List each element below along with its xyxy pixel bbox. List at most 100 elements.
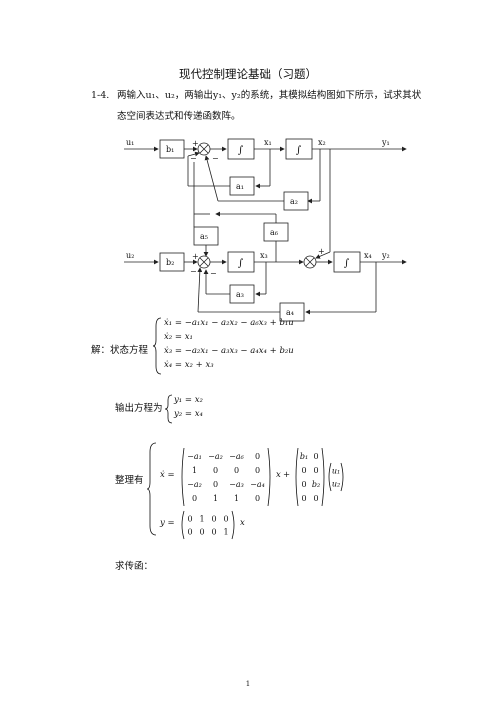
- u-left-paren: [328, 462, 332, 492]
- output-brace: [165, 394, 173, 424]
- B-cell: b₂: [312, 480, 320, 489]
- integrator-1: ∫: [238, 145, 243, 156]
- A-right-paren: [267, 447, 271, 507]
- A-cell: 0: [255, 494, 260, 503]
- C-cell: 0: [223, 514, 228, 523]
- sum1-plus: +: [192, 139, 199, 148]
- B-cell: 0: [313, 466, 318, 475]
- A-cell: 1: [234, 494, 239, 503]
- A-cell: 0: [213, 480, 218, 489]
- matrix-A: −a₁ −a₂ −a₆ 0 1 0 0 0 −a₂ 0 −a₃ −a₄ 0 1 1 0: [179, 447, 275, 507]
- label-x1: x₁: [264, 138, 272, 147]
- B-cell: 0: [313, 452, 318, 461]
- A-cell: −a₂: [187, 480, 202, 489]
- u-vector-cell: u₁: [332, 466, 340, 475]
- C-cell: 1: [223, 527, 228, 536]
- sum1-minus-a: −: [190, 154, 197, 163]
- label-y1: y₁: [381, 138, 390, 147]
- gain-a2: a₂: [290, 197, 298, 206]
- plus-sign: +: [283, 470, 291, 480]
- A-cell: −a₆: [229, 452, 244, 461]
- B-cell: 0: [301, 466, 306, 475]
- state-eq-2: ẋ₂ = x₁: [164, 332, 193, 342]
- gain-a6: a₆: [270, 228, 278, 237]
- gain-a3: a₃: [236, 290, 244, 299]
- B-cell: 0: [301, 494, 306, 503]
- state-brace: [153, 317, 162, 375]
- integrator-2: ∫: [296, 145, 301, 156]
- y-label: y =: [160, 518, 175, 528]
- label-u2: u₂: [126, 251, 134, 260]
- B-cell: 0: [313, 494, 318, 503]
- A-cell: 0: [255, 452, 260, 461]
- A-cell: 0: [213, 466, 218, 475]
- state-eq-1: ẋ₁ = −a₁x₁ − a₂x₂ − a₆x₃ + b₁u: [164, 318, 294, 328]
- state-eq-3: ẋ₃ = −a₂x₁ − a₃x₃ − a₄x₄ + b₂u: [164, 346, 294, 356]
- A-cell: −a₃: [229, 480, 244, 489]
- C-cell: 0: [187, 514, 192, 523]
- A-cell: 1: [192, 466, 197, 475]
- page-title: 现代控制理论基础（习题）: [179, 67, 317, 81]
- problem-number: 1-4.: [91, 90, 110, 101]
- C-cell: 0: [187, 527, 192, 536]
- transfer-label: 求传函：: [115, 561, 154, 572]
- A-cell: 0: [192, 494, 197, 503]
- C-cell: 0: [211, 514, 216, 523]
- label-x2: x₂: [318, 138, 326, 147]
- page-number: 1: [245, 680, 251, 688]
- solution-label: 解：状态方程: [91, 345, 149, 356]
- sum3-minus-b: −: [210, 269, 217, 278]
- sum4-plus: +: [318, 247, 325, 256]
- sum1-minus-b: −: [212, 154, 219, 163]
- output-eq-1: y₁ = x₂: [174, 395, 203, 405]
- xdot-label: ẋ =: [160, 470, 175, 480]
- C-right-paren: [231, 510, 235, 540]
- A-matrix-svg: −a₁ −a₂ −a₆ 0 1 0 0 0 −a₂ 0 −a₃ −a₄ 0 1 1 0: [181, 447, 271, 507]
- label-x3: x₃: [260, 251, 268, 260]
- gain-a4: a₄: [286, 308, 294, 317]
- C-cell: 0: [199, 527, 204, 536]
- sum3-plus: +: [192, 252, 199, 261]
- A-left-paren: [181, 447, 185, 507]
- matrix-brace: [147, 442, 157, 536]
- problem-text-line2: 态空间表达式和传递函数阵。: [117, 111, 241, 122]
- arrange-label: 整理有: [115, 475, 144, 486]
- u-right-paren: [340, 462, 344, 492]
- label-x4: x₄: [364, 251, 372, 260]
- x-after-A: x: [276, 470, 281, 480]
- u-vector-cell: u₂: [332, 479, 340, 488]
- C-cell: 1: [199, 514, 204, 523]
- A-cell: 0: [234, 466, 239, 475]
- integrator-3: ∫: [238, 258, 243, 269]
- gain-b1: b₁: [166, 145, 174, 154]
- integrator-4: ∫: [344, 258, 349, 269]
- gain-a5: a₅: [200, 232, 208, 241]
- x-after-C: x: [240, 518, 245, 528]
- output-eq-2: y₂ = x₄: [174, 409, 203, 419]
- B-left-paren: [295, 447, 299, 507]
- A-cell: −a₁: [187, 452, 202, 461]
- label-y2: y₂: [381, 251, 390, 260]
- A-cell: −a₄: [250, 480, 265, 489]
- output-label: 输出方程为: [115, 403, 163, 414]
- A-cell: 0: [255, 466, 260, 475]
- B-cell: b₁: [300, 452, 308, 461]
- gain-b2: b₂: [166, 258, 174, 267]
- A-cell: 1: [213, 494, 218, 503]
- label-u1: u₁: [126, 138, 134, 147]
- sum3-minus-a: −: [190, 267, 197, 276]
- C-left-paren: [181, 510, 185, 540]
- B-cell: 0: [301, 480, 306, 489]
- C-cell: 0: [211, 527, 216, 536]
- state-eq-4: ẋ₄ = x₂ + x₃: [164, 360, 214, 370]
- gain-a1: a₁: [236, 182, 244, 191]
- problem-text-line1: 两输入u₁、u₂，两输出y₁、y₂的系统，其模拟结构图如下所示，试求其状: [117, 90, 422, 101]
- u-vector-svg: u₁ u₂: [328, 462, 344, 492]
- block-diagram: u₁ u₂ y₁ y₂ x₁ x₂ x₃ x₄ b₁ b₂ a₁ a₂ a₃ a…: [124, 138, 407, 322]
- B-right-paren: [321, 447, 325, 507]
- A-cell: −a₂: [208, 452, 223, 461]
